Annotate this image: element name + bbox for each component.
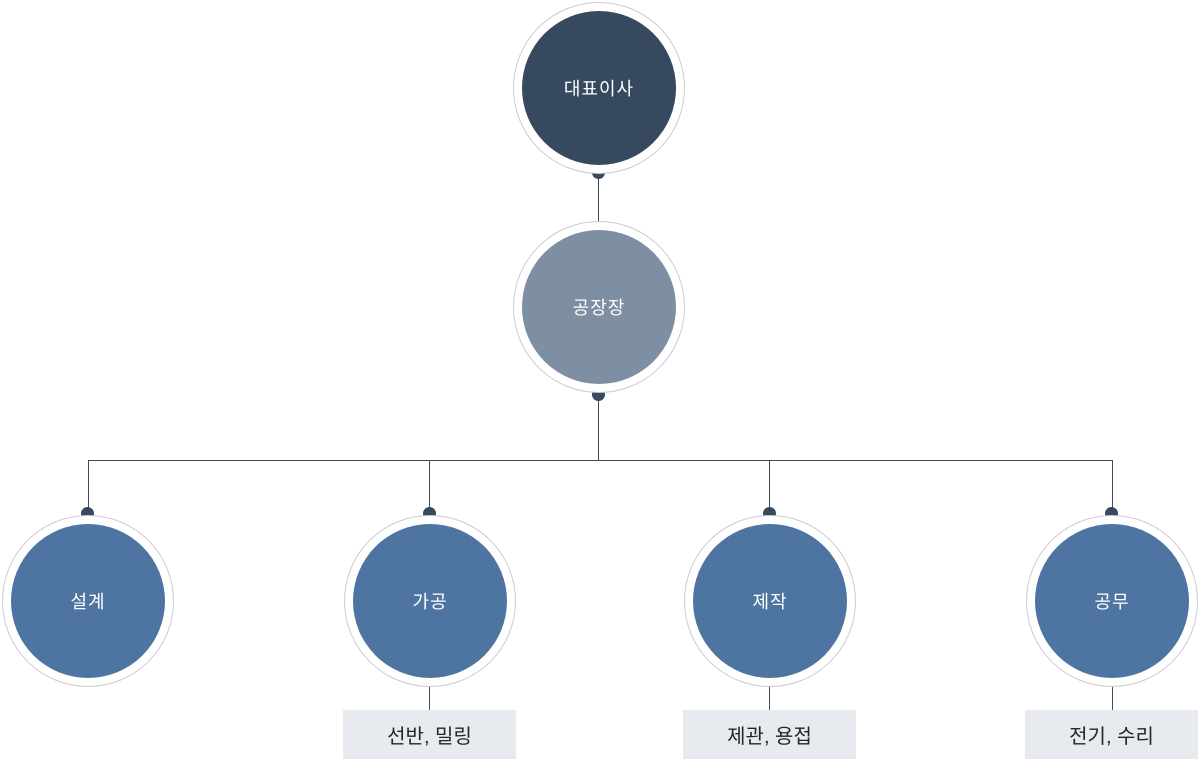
connector-manager-to-bus xyxy=(598,394,599,461)
connector-bus-to-design xyxy=(88,460,89,514)
node-ceo-circle: 대표이사 xyxy=(522,11,676,165)
node-factory-manager-label: 공장장 xyxy=(572,298,626,318)
node-utilities-circle: 공무 xyxy=(1035,524,1189,678)
node-design-circle: 설계 xyxy=(11,524,165,678)
node-fabrication-circle: 제작 xyxy=(693,524,847,678)
node-ceo-label: 대표이사 xyxy=(563,79,635,99)
node-ceo: 대표이사 xyxy=(513,2,685,174)
node-fabrication-label: 제작 xyxy=(752,592,788,612)
connector-horizontal-bus xyxy=(88,460,1113,461)
node-machining: 가공 xyxy=(344,515,516,687)
node-design-label: 설계 xyxy=(70,592,106,612)
connector-bus-to-utilities xyxy=(1112,460,1113,514)
sub-box-utilities: 전기, 수리 xyxy=(1025,710,1198,759)
node-factory-manager-circle: 공장장 xyxy=(522,230,676,384)
sub-box-utilities-label: 전기, 수리 xyxy=(1069,726,1154,748)
node-machining-label: 가공 xyxy=(412,592,448,612)
connector-fabrication-to-sub xyxy=(769,687,770,710)
node-fabrication: 제작 xyxy=(684,515,856,687)
node-utilities-label: 공무 xyxy=(1094,592,1130,612)
connector-utilities-to-sub xyxy=(1112,687,1113,710)
connector-bus-to-fabrication xyxy=(769,460,770,514)
sub-box-fabrication: 제관, 용접 xyxy=(683,710,856,759)
sub-box-fabrication-label: 제관, 용접 xyxy=(727,726,812,748)
sub-box-machining-label: 선반, 밀링 xyxy=(387,726,472,748)
connector-bus-to-machining xyxy=(429,460,430,514)
sub-box-machining: 선반, 밀링 xyxy=(343,710,516,759)
node-factory-manager: 공장장 xyxy=(513,221,685,393)
node-design: 설계 xyxy=(2,515,174,687)
connector-machining-to-sub xyxy=(429,687,430,710)
connector-ceo-to-manager xyxy=(598,173,599,222)
node-utilities: 공무 xyxy=(1026,515,1198,687)
node-machining-circle: 가공 xyxy=(353,524,507,678)
